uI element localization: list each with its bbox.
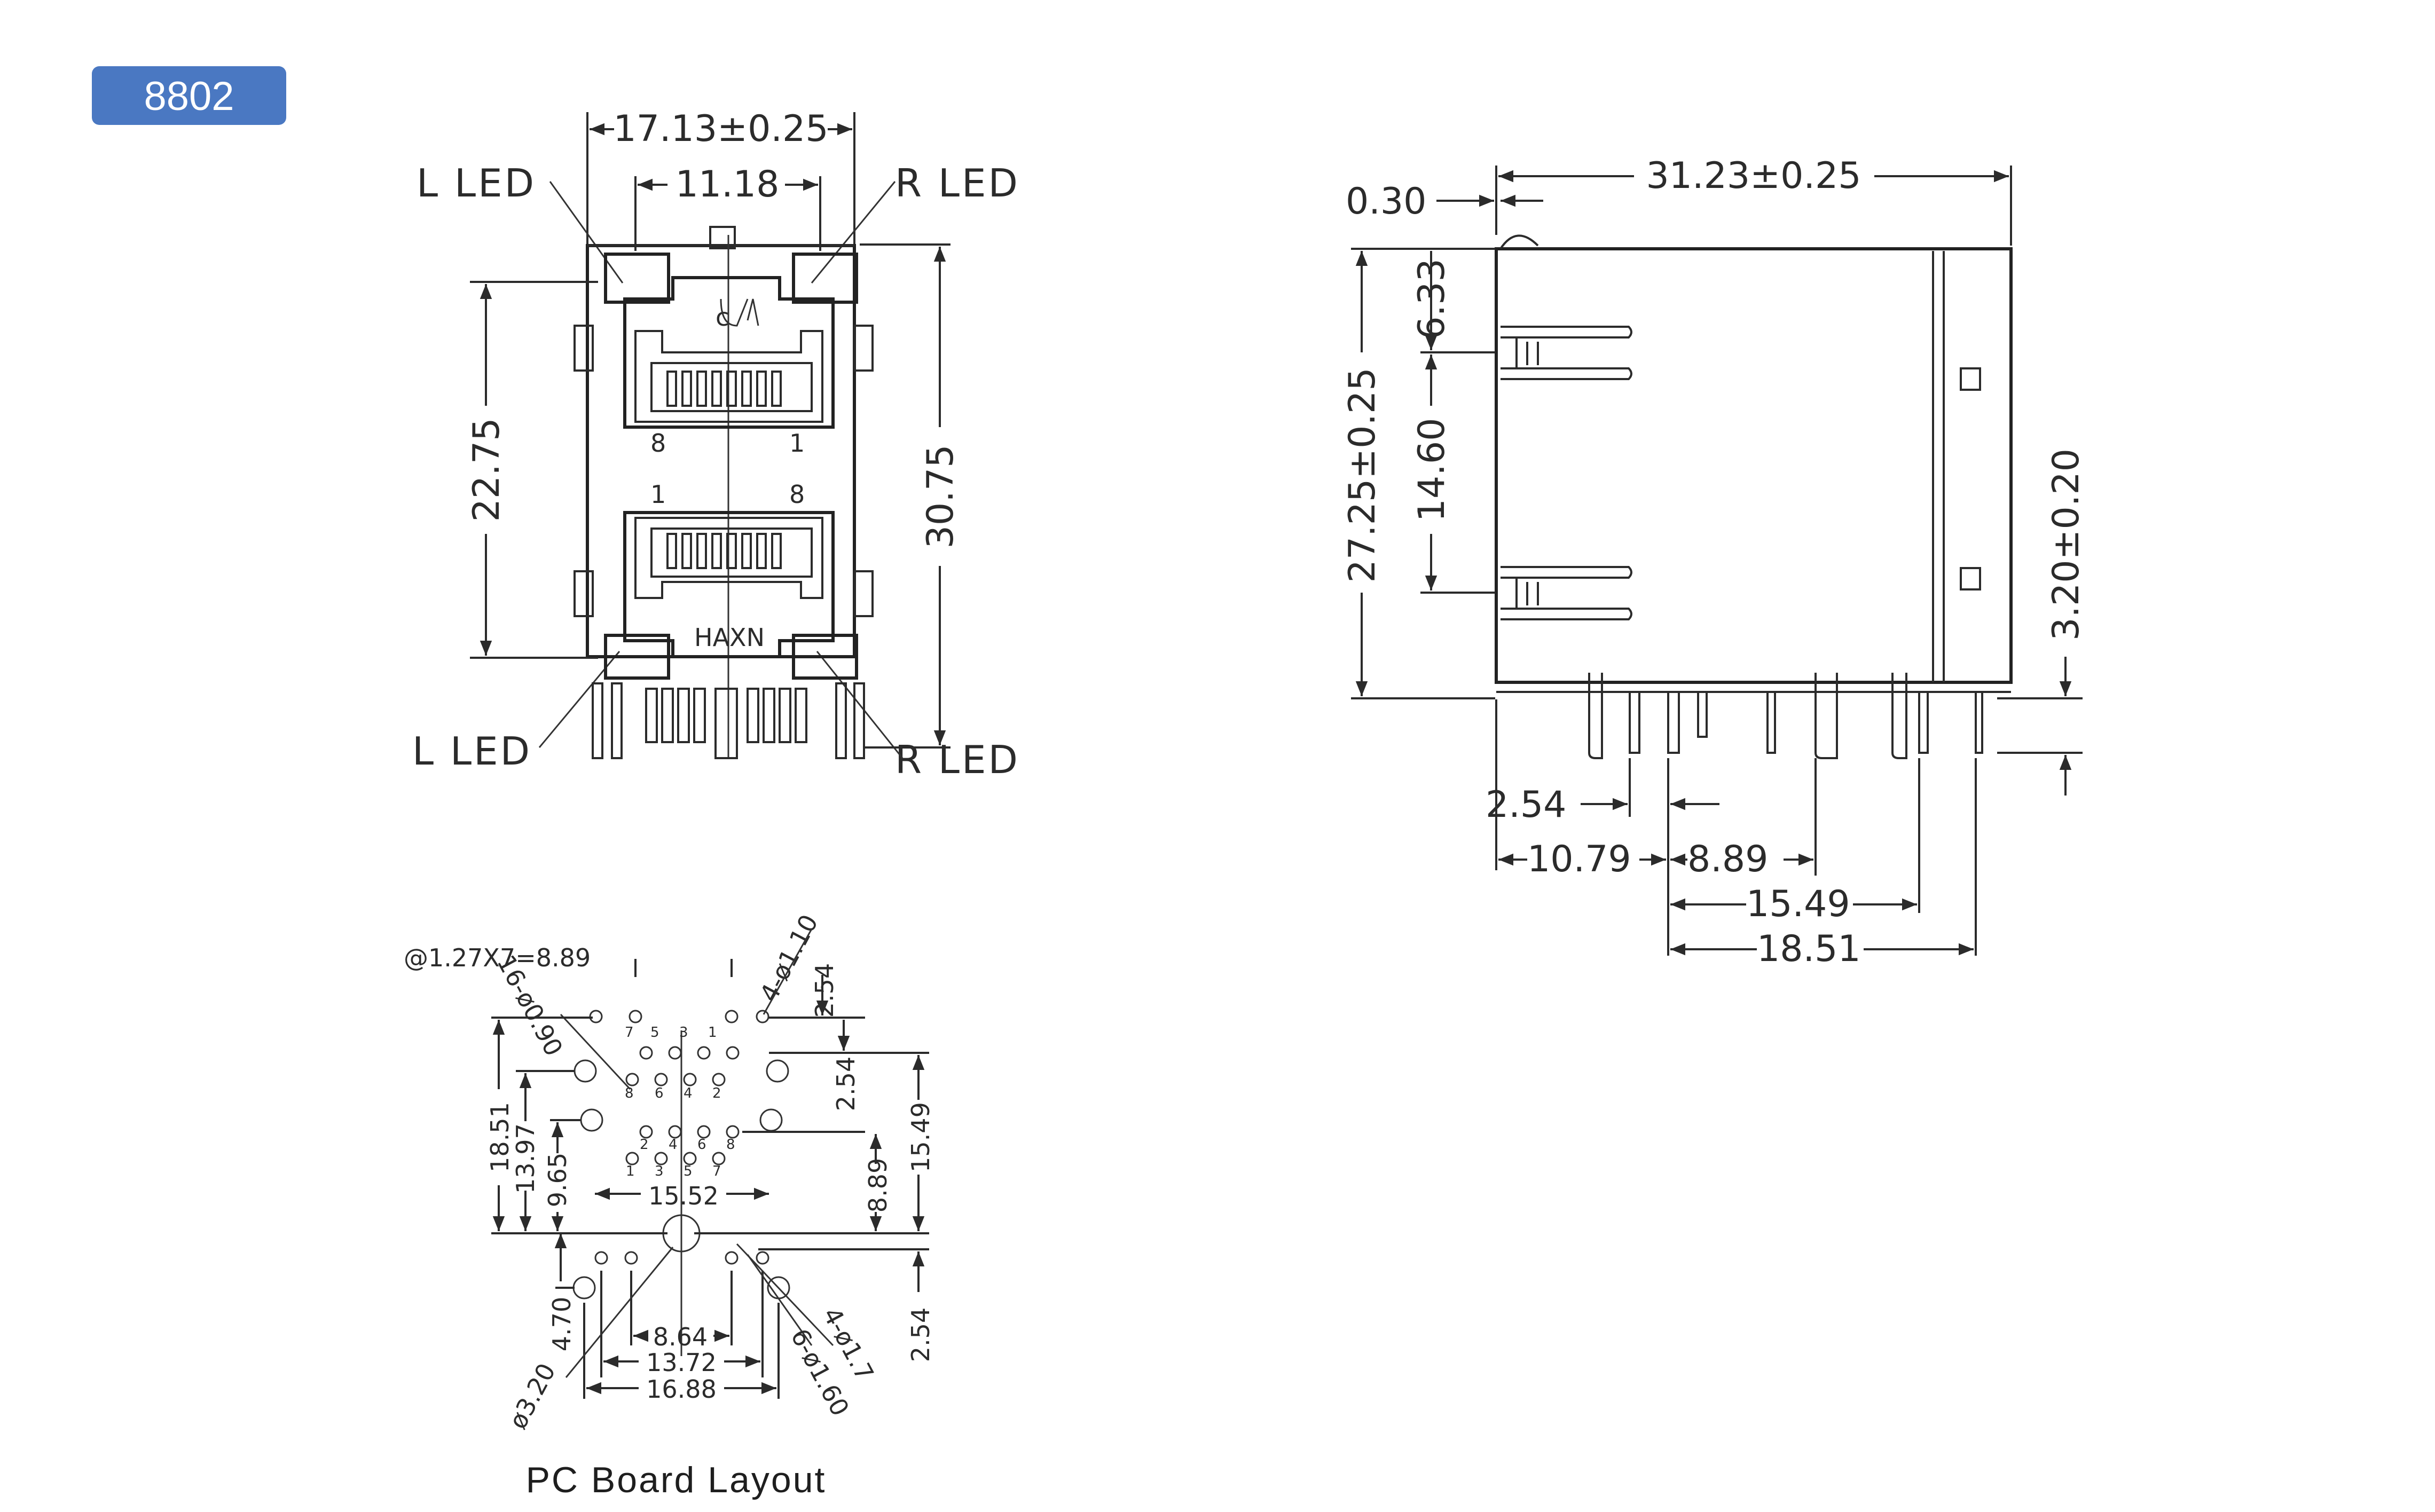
dim-overall-height: 30.75: [920, 445, 962, 549]
dim-b5: 2.54: [906, 1308, 935, 1362]
svg-text:2: 2: [712, 1085, 721, 1101]
svg-text:1: 1: [626, 1163, 635, 1179]
svg-text:1: 1: [708, 1025, 717, 1041]
dim-offset: 0.30: [1346, 180, 1426, 223]
svg-text:8: 8: [625, 1085, 634, 1101]
dim-h4: 15.52: [648, 1182, 719, 1210]
svg-text:5: 5: [650, 1025, 659, 1041]
dim-overall-width: 17.13±0.25: [613, 108, 828, 150]
svg-text:6: 6: [697, 1137, 706, 1153]
dim-b4: 16.88: [646, 1375, 717, 1404]
model-badge: 8802: [92, 66, 286, 125]
dim-b1: 4.70: [547, 1297, 576, 1351]
pcb-layout-title: PC Board Layout: [526, 1460, 827, 1500]
pin-8-bottom: 8: [789, 480, 805, 509]
dim-p3: 8.89: [1687, 838, 1768, 880]
dim-h2: 13.97: [511, 1123, 540, 1194]
dim-big-hole: ø3.20: [503, 1359, 561, 1434]
svg-text:3: 3: [655, 1163, 664, 1179]
label-l-led-top: L LED: [417, 161, 536, 206]
svg-text:7: 7: [625, 1025, 634, 1041]
dim-h5: 8.89: [863, 1158, 892, 1212]
side-view: 31.23±0.25 0.30: [1341, 155, 2087, 970]
dim-h3: 9.65: [543, 1153, 572, 1207]
svg-text:2: 2: [640, 1137, 649, 1153]
dim-b2: 8.64: [653, 1322, 708, 1351]
marking-haxn: HAXN: [694, 623, 765, 652]
dim-pitch: @1.27X7=8.89: [404, 943, 591, 972]
dim-d1: 6.33: [1411, 258, 1453, 339]
dim-length: 31.23±0.25: [1646, 155, 1861, 197]
svg-text:8: 8: [726, 1137, 735, 1153]
label-r-led-bottom: R LED: [895, 737, 1020, 782]
dim-b3: 13.72: [646, 1348, 717, 1377]
dim-h6: 15.49: [906, 1102, 935, 1172]
pin-8-top: 8: [650, 429, 666, 458]
dim-p5: 18.51: [1757, 928, 1861, 970]
dim-p1: 2.54: [1486, 784, 1566, 826]
dim-led-spacing: 11.18: [675, 163, 780, 206]
dim-d2: 14.60: [1411, 418, 1453, 522]
ul-mark: c: [716, 303, 729, 332]
front-view: 17.13±0.25 11.18 L LED R LED L LED R LED: [412, 108, 1020, 782]
label-r-led-top: R LED: [895, 161, 1020, 206]
dim-height: 27.25±0.25: [1341, 367, 1384, 582]
pin-1-bottom: 1: [650, 480, 666, 509]
svg-text:4: 4: [684, 1085, 693, 1101]
dim-v1: 2.54: [810, 963, 839, 1018]
svg-text:5: 5: [684, 1163, 693, 1179]
dim-v2: 2.54: [831, 1057, 860, 1111]
dim-h1: 18.51: [485, 1102, 514, 1172]
svg-text:6: 6: [655, 1085, 664, 1101]
svg-text:3: 3: [679, 1025, 688, 1041]
pcb-layout: @1.27X7=8.89 16-ø0.90 4-ø1.10: [404, 910, 935, 1500]
dim-p4: 15.49: [1746, 883, 1850, 925]
pin-1-top: 1: [789, 429, 805, 458]
dim-p2: 10.79: [1527, 838, 1631, 880]
dim-port-height: 22.75: [466, 418, 508, 522]
dim-pin-length: 3.20±0.20: [2045, 448, 2087, 641]
svg-text:7: 7: [712, 1163, 721, 1179]
svg-text:4: 4: [669, 1137, 678, 1153]
model-badge-label: 8802: [144, 74, 234, 119]
label-l-led-bottom: L LED: [412, 729, 532, 774]
